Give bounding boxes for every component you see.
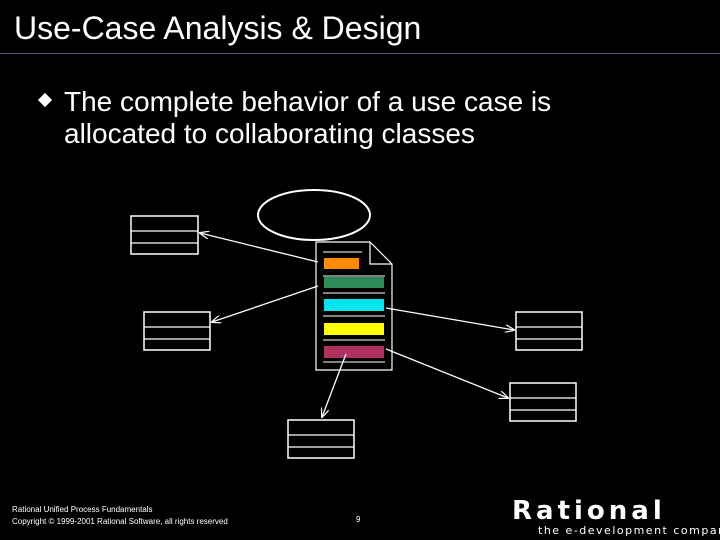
rational-logo: Rational the e-development company [512, 496, 720, 538]
stripe-yellow [324, 323, 384, 335]
page-number: 9 [356, 515, 361, 524]
footer-course: Rational Unified Process Fundamentals [12, 505, 153, 514]
logo-wordmark: Rational [512, 496, 666, 526]
arrow-to-bottom-class [322, 353, 347, 417]
use-case-ellipse [257, 189, 371, 241]
arrow-to-middle-left-class [212, 285, 319, 322]
stripe-cyan [324, 299, 384, 311]
stripe-orange [324, 258, 359, 269]
class-box-bottom-right [509, 382, 577, 422]
logo-tagline: the e-development company [538, 524, 720, 537]
arrow-to-right-class [385, 307, 514, 330]
class-box-bottom [287, 419, 355, 459]
title-divider [0, 53, 720, 54]
arrow-to-bottom-right-class [385, 348, 508, 398]
arrow-to-top-left-class [200, 233, 319, 263]
bullet-item: The complete behavior of a use case is a… [37, 86, 680, 150]
stripe-maroon [324, 346, 384, 358]
bullet-text: The complete behavior of a use case is a… [64, 86, 552, 149]
class-box-top-left [130, 215, 199, 255]
footer-credits: Rational Unified Process Fundamentals Co… [12, 504, 228, 528]
class-box-middle-left [143, 311, 211, 351]
slide-title: Use-Case Analysis & Design [14, 10, 422, 46]
class-box-right [515, 311, 583, 351]
stripe-green [324, 277, 384, 288]
use-case-realization-document [315, 241, 393, 371]
footer-copyright: Copyright © 1999-2001 Rational Software,… [12, 517, 228, 526]
